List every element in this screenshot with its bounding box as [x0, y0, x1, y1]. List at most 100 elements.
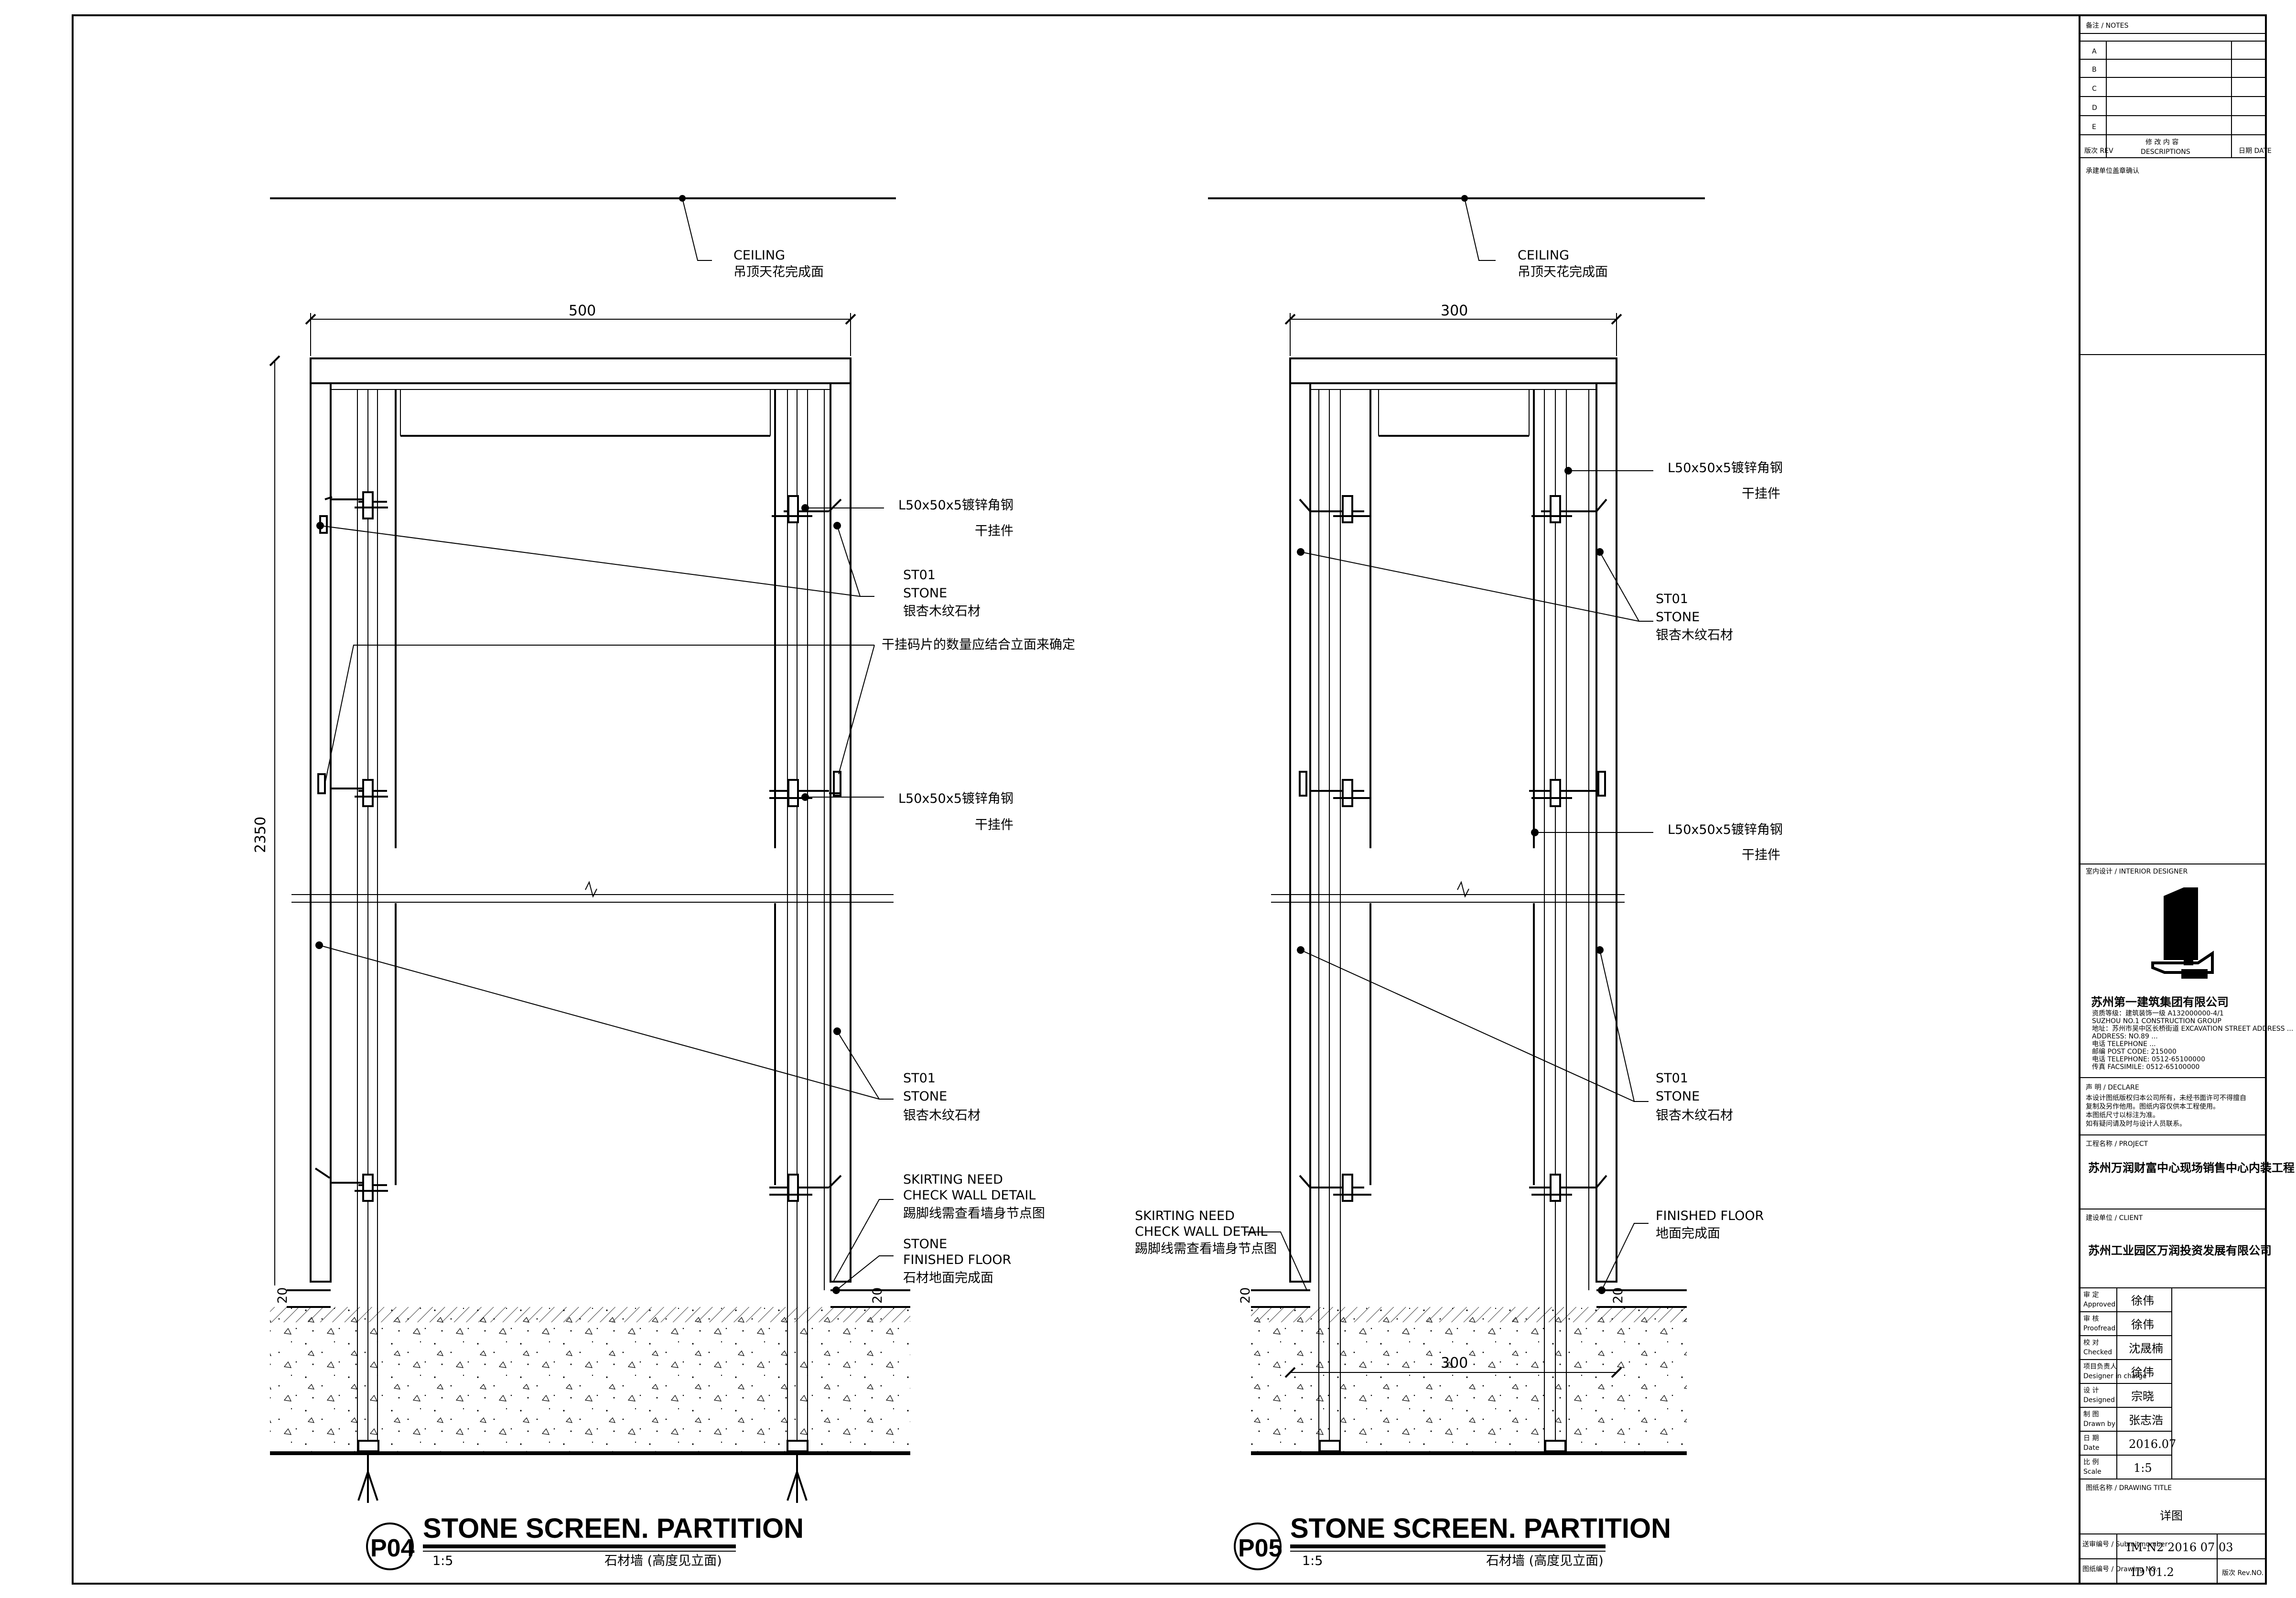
- width-dim-label: 500: [569, 302, 596, 319]
- declare-label: 声 明 / DECLARE: [2086, 1084, 2139, 1091]
- rev-row-c: C: [2092, 85, 2097, 93]
- rev-row-b: B: [2092, 66, 2097, 74]
- company-line-1: 资质等级：建筑装饰一级 A132000000-4/1: [2092, 1009, 2224, 1017]
- company-logo-icon: [2151, 887, 2214, 979]
- p04-subtitle: 石材墙 (高度见立面): [604, 1554, 722, 1568]
- approved-en: Approved: [2083, 1301, 2115, 1308]
- p05-gap-dim-left: 20: [1238, 1287, 1253, 1304]
- p04-angle2-label-2: 干挂件: [975, 818, 1013, 832]
- rev-desc-header-en: DESCRIPTIONS: [2141, 148, 2190, 156]
- stone-right: [830, 382, 852, 1283]
- p05-angle1-label-2: 干挂件: [1742, 486, 1780, 501]
- project-name: 苏州万润财富中心现场销售中心内装工程: [2088, 1161, 2295, 1175]
- bracket-right-mid: [1529, 771, 1606, 807]
- stone-left: [1289, 382, 1311, 1283]
- proofread-cn: 审 核: [2083, 1315, 2099, 1323]
- approved-value: 徐伟: [2131, 1294, 2154, 1307]
- bracket-left-mid: [317, 773, 388, 807]
- declare-line-2: 复制及另作他用。图纸内容仅供本工程使用。: [2086, 1102, 2220, 1111]
- rev-date-header: 日期 DATE: [2239, 147, 2272, 155]
- p04-floor-label-1: STONE: [903, 1237, 947, 1252]
- company-line-8: 传真 FACSIMILE: 0512-65100000: [2092, 1063, 2199, 1071]
- p05-angle1-label-1: L50x50x5镀锌角钢: [1668, 461, 1783, 475]
- p04-stone1-label-3: 银杏木纹石材: [903, 604, 981, 619]
- rev-row-d: D: [2092, 104, 2097, 112]
- company-line-6: 邮编 POST CODE: 215000: [2092, 1048, 2177, 1056]
- drawing-number-label: 图纸编号 / Drawing NO.: [2082, 1566, 2158, 1573]
- p04-floor-label-2: FINISHED FLOOR: [903, 1252, 1011, 1267]
- designed-en: Designed: [2083, 1396, 2115, 1404]
- anchor-bolt-left: [357, 1440, 379, 1503]
- revision-table: A B C D E 版次 REV 修 改 内 容 DESCRIPTIONS 日期…: [2080, 41, 2272, 158]
- rev-number-label: 版次 Rev.NO.: [2222, 1569, 2264, 1577]
- bracket-left-bot: [314, 1167, 388, 1202]
- p05-scale: 1:5: [1302, 1554, 1323, 1568]
- p05-ceiling-label-en: CEILING: [1518, 248, 1569, 263]
- height-dim-label: 2350: [252, 817, 269, 853]
- p05-gap-dim-right: 20: [1611, 1287, 1626, 1304]
- p04-skirting-label-3: 踢脚线需查看墙身节点图: [903, 1206, 1045, 1221]
- rev-no-header: 版次 REV: [2084, 147, 2113, 155]
- anchor-bolt-right: [787, 1440, 808, 1503]
- p05-stone2-label-1: ST01: [1656, 1071, 1688, 1086]
- p04-angle2-label-1: L50x50x5镀锌角钢: [898, 791, 1013, 806]
- approved-cn: 审 定: [2083, 1291, 2099, 1299]
- detail-p05: CEILING 吊顶天花完成面 300: [1135, 195, 1783, 1570]
- gap-dim-right: 20: [870, 1287, 885, 1304]
- p05-stone1-label-3: 银杏木纹石材: [1656, 628, 1733, 643]
- drawn-en: Drawn by: [2083, 1420, 2115, 1428]
- designer-in-charge-cn: 项目负责人: [2083, 1363, 2117, 1371]
- designer-label: 室内设计 / INTERIOR DESIGNER: [2086, 867, 2188, 875]
- p05-stone2-label-2: STONE: [1656, 1089, 1700, 1104]
- p04-stone2-label-3: 银杏木纹石材: [903, 1108, 981, 1123]
- detail-p04: CEILING 吊顶天花完成面 500 2350: [252, 195, 1075, 1570]
- submit-number-label: 送审编号 / Submit number: [2082, 1541, 2168, 1548]
- designed-cn: 设 计: [2083, 1387, 2099, 1394]
- p04-stone1-label-1: ST01: [903, 568, 936, 583]
- p05-skirting-label-2: CHECK WALL DETAIL: [1135, 1224, 1267, 1239]
- designer-in-charge-value: 徐伟: [2131, 1366, 2154, 1379]
- checked-en: Checked: [2083, 1349, 2112, 1356]
- drawn-value: 张志浩: [2129, 1414, 2163, 1427]
- company-line-3: 地址：苏州市吴中区长桥街道 EXCAVATION STREET ADDRESS …: [2092, 1025, 2293, 1033]
- p05-ceiling-label-cn: 吊顶天花完成面: [1518, 265, 1608, 280]
- concrete-floor: [270, 1307, 910, 1453]
- company-line-7: 电话 TELEPHONE: 0512-65100000: [2092, 1056, 2205, 1063]
- stone-left: [310, 382, 332, 1283]
- client-label: 建设单位 / CLIENT: [2086, 1214, 2143, 1222]
- date-cn: 日 期: [2083, 1435, 2099, 1442]
- p04-floor-label-3: 石材地面完成面: [903, 1271, 993, 1285]
- p05-skirting-label-3: 踢脚线需查看墙身节点图: [1135, 1242, 1277, 1256]
- bracket-left-top: [1299, 495, 1371, 523]
- scale-value: 1:5: [2134, 1461, 2152, 1475]
- p04-tag: P04: [370, 1534, 415, 1562]
- date-en: Date: [2083, 1444, 2099, 1452]
- p04-stone2-label-1: ST01: [903, 1071, 936, 1086]
- company-line-5: 电话 TELEPHONE ...: [2092, 1040, 2156, 1048]
- client-name: 苏州工业园区万润投资发展有限公司: [2088, 1244, 2272, 1257]
- p05-tag: P05: [1238, 1534, 1283, 1562]
- p04-scale: 1:5: [432, 1554, 453, 1568]
- p04-tag-circle: [366, 1522, 414, 1570]
- ceiling-label-cn: 吊顶天花完成面: [733, 265, 824, 280]
- drawing-title: 详图: [2160, 1509, 2183, 1522]
- p05-subtitle: 石材墙 (高度见立面): [1486, 1554, 1604, 1568]
- checked-value: 沈晟楠: [2129, 1342, 2163, 1355]
- designed-value: 宗晓: [2131, 1390, 2154, 1403]
- company-line-4: ADDRESS: NO.89 ...: [2092, 1033, 2158, 1040]
- drawing-title-label: 图纸名称 / DRAWING TITLE: [2086, 1484, 2172, 1492]
- p04-skirting-label-1: SKIRTING NEED: [903, 1172, 1003, 1187]
- stone-top-slab: [1289, 357, 1617, 384]
- declare-line-3: 本图纸尺寸以标注为准。: [2086, 1112, 2159, 1119]
- bracket-right-top: [1531, 495, 1607, 523]
- company-name: 苏州第一建筑集团有限公司: [2091, 995, 2229, 1009]
- signoff-table: 审 定 Approved 徐伟 审 核 Proofread 徐伟 校 对 Che…: [2080, 1287, 2266, 1479]
- bracket-left-mid: [1299, 771, 1371, 807]
- p05-width-dim-label: 300: [1441, 302, 1468, 319]
- rev-desc-header-cn: 修 改 内 容: [2145, 138, 2178, 146]
- proofread-value: 徐伟: [2131, 1318, 2154, 1331]
- title-block: 备注 / NOTES A B C D E 版次 REV 修 改 内 容 DESC…: [2079, 15, 2295, 1584]
- bracket-right-bot: [1529, 1174, 1607, 1202]
- bracket-left-bot: [1299, 1174, 1371, 1202]
- project-label: 工程名称 / PROJECT: [2086, 1140, 2148, 1148]
